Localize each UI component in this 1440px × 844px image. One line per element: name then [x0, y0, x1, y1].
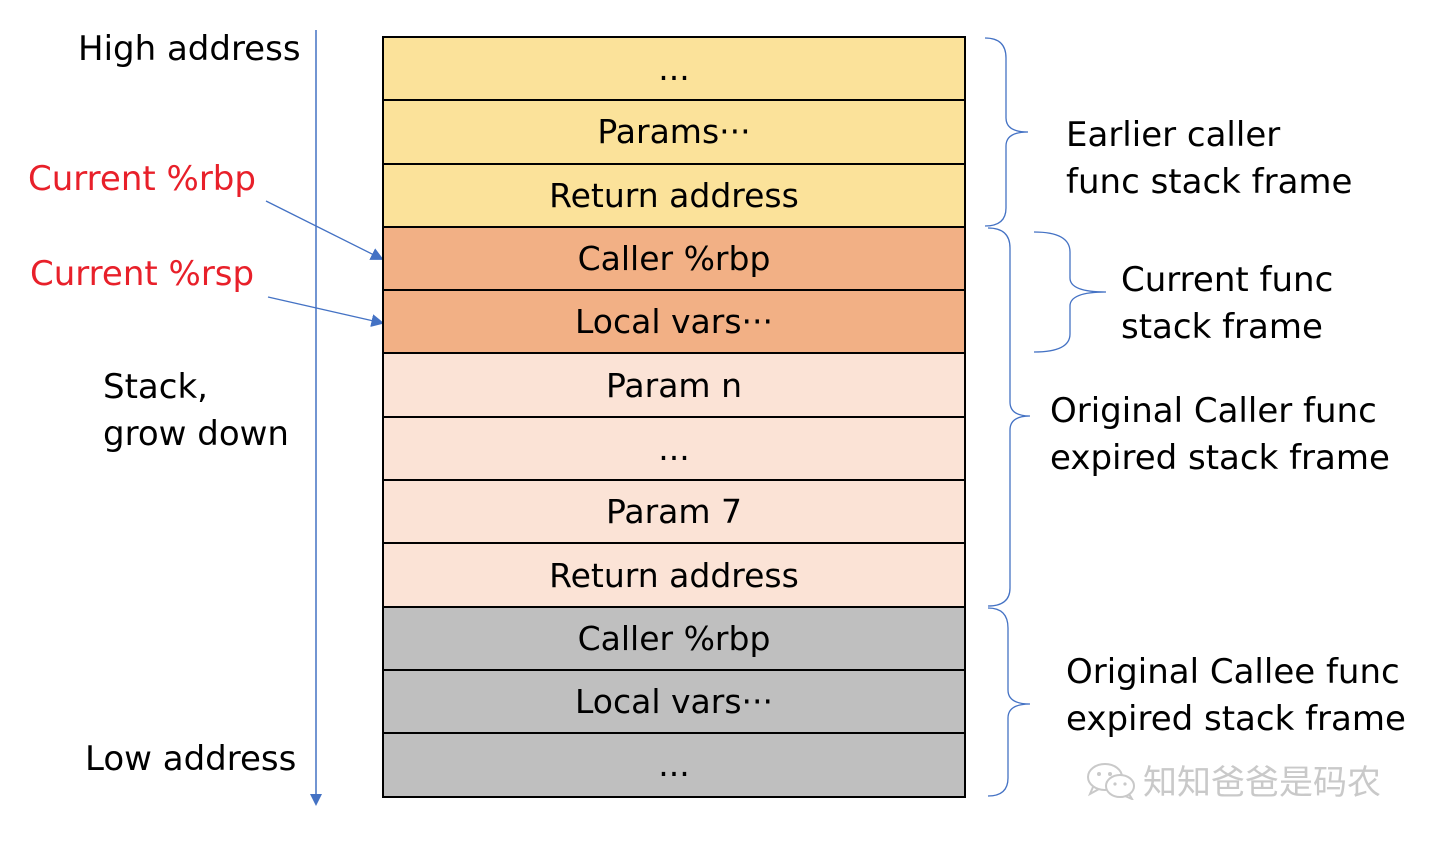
rsp-pointer-arrow	[267, 296, 385, 327]
high-address-label: High address	[78, 29, 301, 69]
bracket-earlier-caller	[984, 37, 1029, 227]
stack-memory-column: ... Params··· Return address Caller %rbp…	[382, 36, 966, 798]
bracket-original-caller	[987, 227, 1031, 607]
axis-arrowhead-icon	[310, 794, 322, 806]
low-address-label: Low address	[85, 739, 297, 779]
current-rsp-label: Current %rsp	[30, 254, 255, 294]
stack-cell: Local vars···	[384, 670, 964, 735]
current-frame-label: Current func stack frame	[1121, 260, 1334, 347]
bracket-current	[1033, 231, 1107, 353]
stack-cell: Local vars···	[384, 291, 964, 355]
stack-cell: Caller %rbp	[384, 227, 964, 292]
current-rbp-label: Current %rbp	[28, 159, 256, 199]
stack-grow-down-label: Stack, grow down	[103, 367, 289, 454]
original-callee-frame-label: Original Callee func expired stack frame	[1066, 652, 1406, 739]
stack-cell: ...	[384, 417, 964, 482]
stack-cell: ...	[384, 38, 964, 102]
wechat-icon	[1087, 762, 1135, 800]
watermark-text: 知知爸爸是码农	[1143, 763, 1381, 803]
original-caller-frame-label: Original Caller func expired stack frame	[1050, 391, 1390, 478]
stack-cell: Params···	[384, 101, 964, 165]
stack-cell: Return address	[384, 164, 964, 228]
stack-cell: Caller %rbp	[384, 607, 964, 671]
stack-cell: Param n	[384, 354, 964, 418]
stack-cell: Return address	[384, 544, 964, 608]
watermark: 知知爸爸是码农	[1085, 755, 1381, 804]
stack-cell: Param 7	[384, 481, 964, 545]
rbp-pointer-arrow	[265, 200, 384, 260]
earlier-caller-frame-label: Earlier caller func stack frame	[1066, 115, 1353, 202]
stack-cell: ...	[384, 734, 964, 798]
bracket-original-callee	[987, 607, 1031, 797]
